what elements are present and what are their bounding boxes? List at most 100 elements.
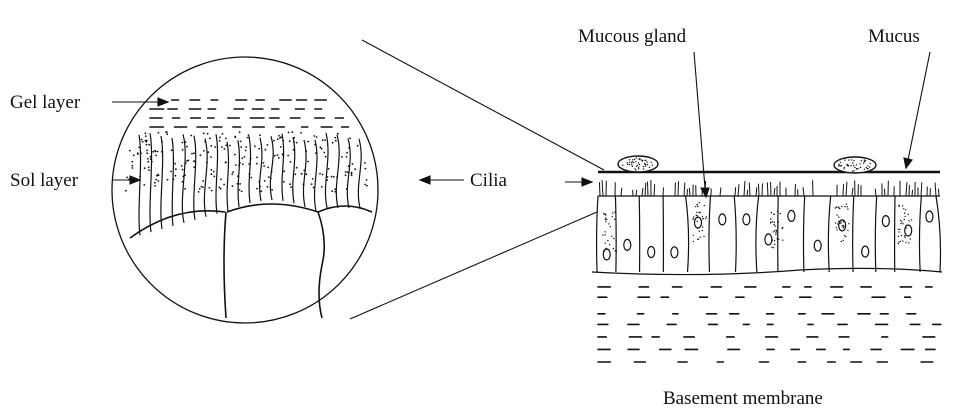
sol-dot <box>166 133 168 135</box>
magnified-view <box>112 57 378 323</box>
sol-dot <box>209 187 211 189</box>
stipple-dot <box>696 212 697 213</box>
stipple-dot <box>867 168 868 169</box>
sol-dot <box>181 165 183 167</box>
tissue-cilium <box>621 188 622 196</box>
stipple-dot <box>703 218 704 219</box>
cilium <box>227 142 228 211</box>
cilium <box>238 140 239 207</box>
basal-border <box>592 268 942 274</box>
sol-dot <box>289 183 291 185</box>
stipple-dot <box>905 242 906 243</box>
stipple-dot <box>781 228 782 229</box>
tissue-cilium <box>803 187 804 196</box>
sol-dot <box>254 145 256 147</box>
sol-dot <box>170 171 172 173</box>
sol-dot <box>305 173 307 175</box>
stipple-dot <box>699 202 700 203</box>
stipple-dot <box>602 235 603 236</box>
stipple-dot <box>846 204 847 205</box>
stipple-dot <box>851 159 852 160</box>
stipple-dot <box>838 165 839 166</box>
tissue-cilium <box>684 183 685 196</box>
sol-dot <box>203 132 205 134</box>
sol-dot <box>274 155 276 157</box>
stipple-dot <box>638 162 639 163</box>
sol-dot <box>263 165 265 167</box>
stipple-dot <box>605 221 606 222</box>
stipple-dot <box>869 167 870 168</box>
sol-dot <box>131 161 133 163</box>
cell-wall <box>709 196 711 272</box>
stipple-dot <box>900 241 901 242</box>
sol-dot <box>231 173 233 175</box>
sol-dot <box>193 152 195 154</box>
sol-dot <box>208 151 210 153</box>
sol-dot <box>198 191 200 193</box>
tissue-cilium <box>744 181 745 196</box>
sol-dot <box>240 141 242 143</box>
sol-dot <box>225 161 227 163</box>
sol-dot <box>273 140 275 142</box>
stipple-dot <box>860 167 861 168</box>
stipple-dot <box>693 216 694 217</box>
stipple-dot <box>608 223 609 224</box>
sol-dot <box>154 182 156 184</box>
cilium <box>204 139 207 217</box>
sol-dot <box>171 149 173 151</box>
cell-wall <box>828 196 830 272</box>
sol-dot <box>219 137 221 139</box>
stipple-dot <box>899 206 900 207</box>
sol-dot <box>322 174 324 176</box>
sol-dot <box>211 190 213 192</box>
sol-dot <box>287 155 289 157</box>
sol-dot <box>146 144 148 146</box>
tissue-cilium <box>642 188 643 196</box>
sol-dot <box>129 150 131 152</box>
stipple-dot <box>634 159 635 160</box>
tissue-cilium <box>852 188 853 196</box>
stipple-dot <box>635 161 636 162</box>
sol-dot <box>288 132 290 134</box>
stipple-dot <box>645 165 646 166</box>
stipple-dot <box>899 229 900 230</box>
cilia-label: Cilia <box>470 170 508 191</box>
sol-dot <box>235 164 237 166</box>
stipple-dot <box>773 213 774 214</box>
stipple-dot <box>640 159 641 160</box>
stipple-dot <box>837 223 838 224</box>
stipple-dot <box>614 219 615 220</box>
sol-dot <box>280 146 282 148</box>
cell-wall <box>936 196 941 272</box>
stipple-dot <box>777 211 778 212</box>
sol-dot <box>147 158 149 160</box>
sol-dot <box>239 189 241 191</box>
sol-dot <box>341 156 343 158</box>
tissue-cilium <box>906 182 907 196</box>
sol-dot <box>278 157 280 159</box>
stipple-dot <box>696 215 697 216</box>
cilium <box>315 140 317 211</box>
sol-dot <box>193 166 195 168</box>
stipple-dot <box>627 162 628 163</box>
stipple-dot <box>636 157 637 158</box>
sol-dot <box>290 161 292 163</box>
sol-dot <box>143 184 145 186</box>
tissue-cilium <box>758 184 759 196</box>
sol-dot <box>267 167 269 169</box>
stipple-dot <box>605 243 606 244</box>
stipple-dot <box>702 230 703 231</box>
nucleus <box>814 240 821 251</box>
nucleus <box>926 211 933 222</box>
sol-dot <box>232 185 234 187</box>
stipple-dot <box>854 167 855 168</box>
stipple-dot <box>853 160 854 161</box>
sol-dot <box>357 145 359 147</box>
stipple-dot <box>773 247 774 248</box>
stipple-dot <box>698 239 699 240</box>
sol-dot <box>307 141 309 143</box>
basement-membrane-label: Basement membrane <box>663 388 823 409</box>
stipple-dot <box>835 222 836 223</box>
tissue-cilium <box>663 188 664 196</box>
stipple-dot <box>844 159 845 160</box>
